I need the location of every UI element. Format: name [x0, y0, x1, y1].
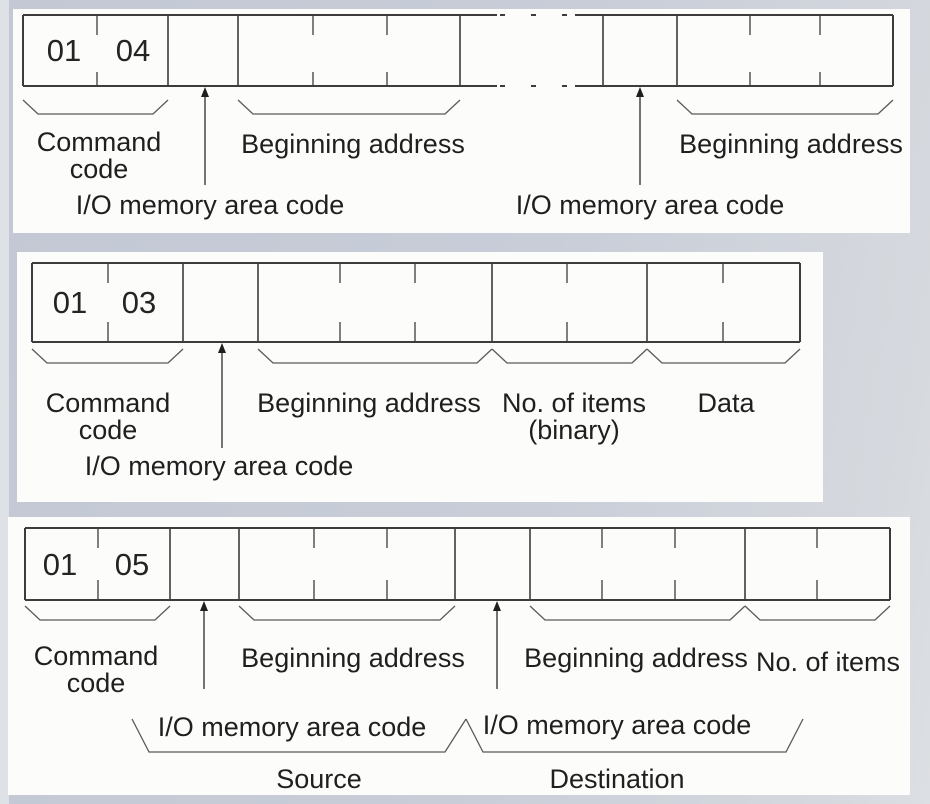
label-io-memory-area-code-2: I/O memory area code [515, 190, 785, 220]
label-data: Data [697, 388, 755, 418]
label-command-code: Command code [45, 388, 171, 445]
byte-row-box [31, 262, 801, 343]
byte-ticks [97, 528, 818, 600]
label-source: Source [276, 764, 362, 794]
byte-ticks [107, 263, 724, 342]
label-beginning-address-destination: Beginning address [524, 643, 748, 673]
left-edge-strip [0, 0, 9, 804]
diagram-panel-0105: 01 05 Command code Beginning address Beg… [8, 517, 910, 795]
io-area-arrow-source [200, 601, 208, 689]
label-io-memory-area-code-1: I/O memory area code [75, 190, 345, 220]
group-braces [24, 605, 891, 621]
diagram-graphics-0104 [22, 14, 894, 185]
label-beginning-address-1: Beginning address [241, 129, 465, 159]
box-break-ellipsis [500, 14, 573, 87]
io-area-arrow-destination [493, 601, 501, 689]
io-area-arrow [218, 343, 226, 448]
byte-cell-value: 01 [42, 547, 78, 582]
byte-cell-value: 01 [46, 33, 82, 68]
byte-cell-value: 03 [121, 285, 157, 320]
byte-row-box [24, 527, 891, 601]
byte-cell-value: 05 [114, 547, 150, 582]
label-io-memory-area-code: I/O memory area code [84, 451, 354, 481]
group-braces [31, 348, 801, 364]
label-command-code: Command code [36, 127, 162, 184]
diagram-panel-0104: 01 04 Command code Beginning address I/O… [13, 9, 910, 233]
diagram-graphics-0105 [24, 527, 891, 753]
label-no-of-items: No. of items [755, 647, 901, 677]
label-beginning-address: Beginning address [257, 388, 481, 418]
label-io-memory-area-code-source: I/O memory area code [157, 712, 427, 742]
label-beginning-address-2: Beginning address [679, 129, 903, 159]
io-area-arrow-2 [636, 87, 644, 185]
byte-row-box [22, 14, 894, 87]
group-braces [22, 99, 894, 115]
byte-cell-value: 01 [52, 285, 88, 320]
diagram-panel-0103: 01 03 Command code Beginning address No.… [17, 252, 823, 502]
io-area-arrow-1 [201, 87, 209, 185]
label-command-code: Command code [33, 641, 159, 698]
byte-ticks [96, 15, 821, 86]
label-beginning-address-source: Beginning address [241, 643, 465, 673]
label-io-memory-area-code-destination: I/O memory area code [482, 710, 752, 740]
source-destination-braces [131, 718, 804, 753]
byte-cell-value: 04 [115, 33, 151, 68]
label-no-of-items: No. of items (binary) [501, 388, 647, 445]
diagram-graphics-0103 [31, 262, 801, 448]
label-destination: Destination [549, 764, 685, 794]
